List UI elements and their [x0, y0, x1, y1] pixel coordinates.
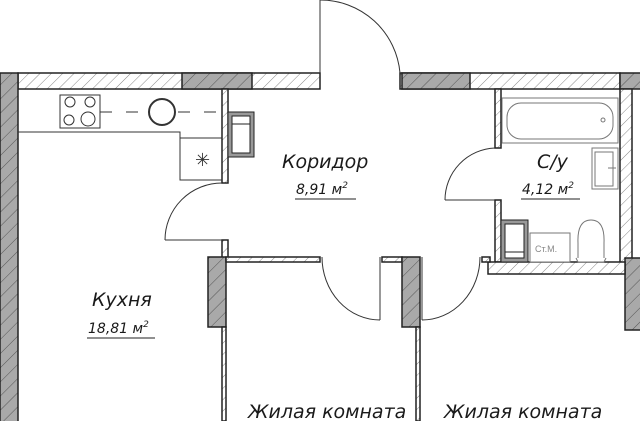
sink-icon [148, 98, 176, 126]
bathroom-door [444, 147, 496, 201]
ventilation-shaft-icon [227, 111, 255, 158]
bedroom-left-name: Жилая комната [247, 401, 406, 421]
corridor-name: Коридор [282, 151, 368, 173]
gas-riser-icon: ✳ [195, 150, 210, 171]
stove-icon [59, 94, 101, 129]
kitchen-door [164, 182, 223, 241]
kitchen-area: 18,81 м2 [88, 320, 149, 337]
kitchen-name: Кухня [92, 289, 152, 311]
bedroom-right-name: Жилая комната [443, 401, 602, 421]
washbasin-icon [591, 147, 619, 190]
bedroom-right-door [421, 256, 481, 321]
kitchen-counter [18, 111, 222, 181]
corridor-area: 8,91 м2 [296, 181, 348, 198]
bathroom-name: С/у [537, 151, 569, 173]
toilet-icon [575, 219, 607, 263]
bathtub-icon [501, 97, 619, 144]
entrance-door [319, 0, 401, 74]
bathroom-area: 4,12 м2 [522, 181, 574, 198]
bedroom-left-door [321, 256, 381, 321]
washing-machine: Ст.М. [529, 232, 571, 263]
ventilation-shaft-bath-icon [500, 219, 529, 263]
exterior-walls [0, 72, 640, 421]
washing-machine-label: Ст.М. [535, 244, 557, 254]
